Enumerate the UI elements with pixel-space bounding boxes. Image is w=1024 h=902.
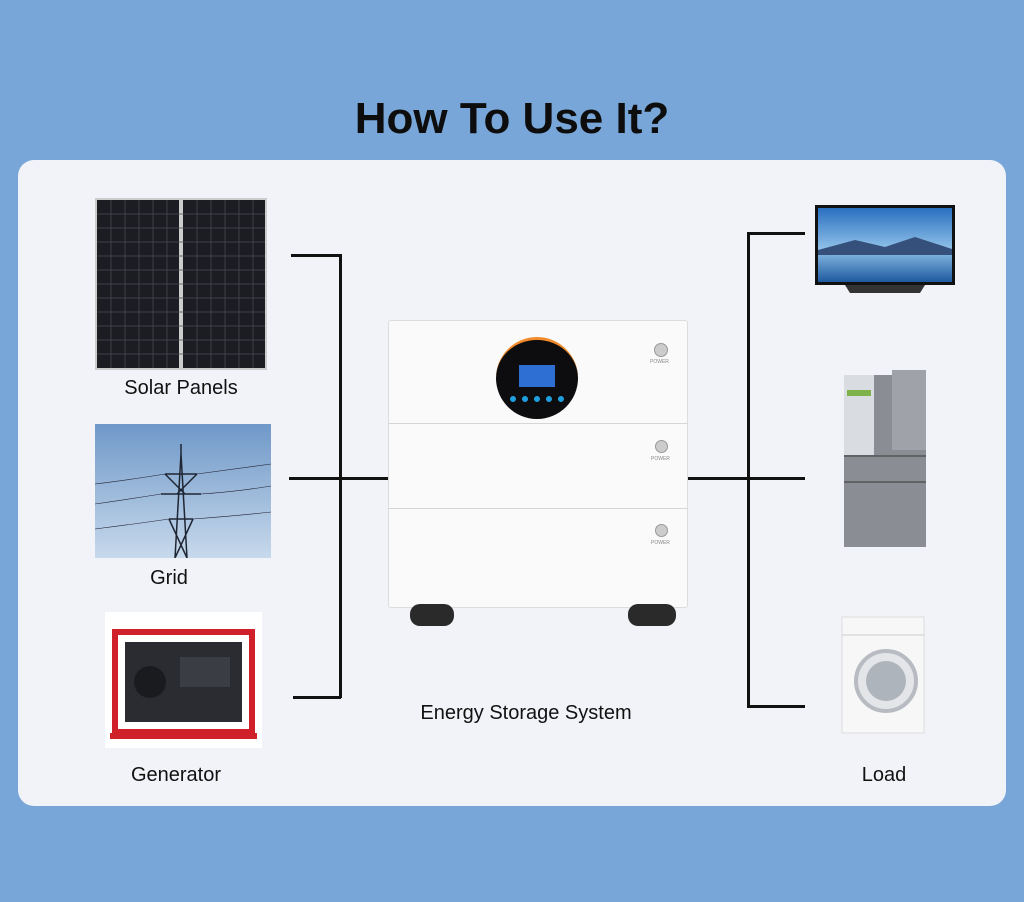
power-label-3: POWER bbox=[651, 540, 670, 546]
power-button-3[interactable] bbox=[655, 524, 668, 537]
energy-storage-system: POWER POWER POWER bbox=[388, 320, 688, 626]
generator-label: Generator bbox=[130, 764, 222, 786]
display-screen bbox=[496, 337, 578, 419]
left-connector-vertical bbox=[339, 254, 342, 698]
wheel-left bbox=[410, 604, 454, 626]
power-tower-image bbox=[95, 424, 271, 558]
refrigerator-image bbox=[844, 370, 926, 547]
washing-machine-image bbox=[841, 616, 925, 734]
tv-image bbox=[815, 205, 955, 293]
generator-image bbox=[105, 612, 262, 748]
power-button-1[interactable] bbox=[654, 343, 668, 357]
power-button-2[interactable] bbox=[655, 440, 668, 453]
connector-washer bbox=[747, 705, 805, 708]
power-label-2: POWER bbox=[651, 456, 670, 462]
connector-fridge bbox=[686, 477, 805, 480]
page-title: How To Use It? bbox=[354, 94, 670, 143]
connector-grid bbox=[289, 477, 390, 480]
load-label: Load bbox=[861, 764, 907, 786]
wheel-right bbox=[628, 604, 676, 626]
right-connector-vertical bbox=[747, 232, 750, 707]
energy-storage-label: Energy Storage System bbox=[420, 702, 632, 724]
grid-label: Grid bbox=[150, 567, 188, 589]
power-label-1: POWER bbox=[650, 359, 669, 365]
connector-generator bbox=[293, 696, 341, 699]
solar-panels-label: Solar Panels bbox=[124, 377, 238, 399]
connector-solar bbox=[291, 254, 341, 257]
connector-tv bbox=[747, 232, 805, 235]
solar-panel-image bbox=[95, 198, 267, 370]
